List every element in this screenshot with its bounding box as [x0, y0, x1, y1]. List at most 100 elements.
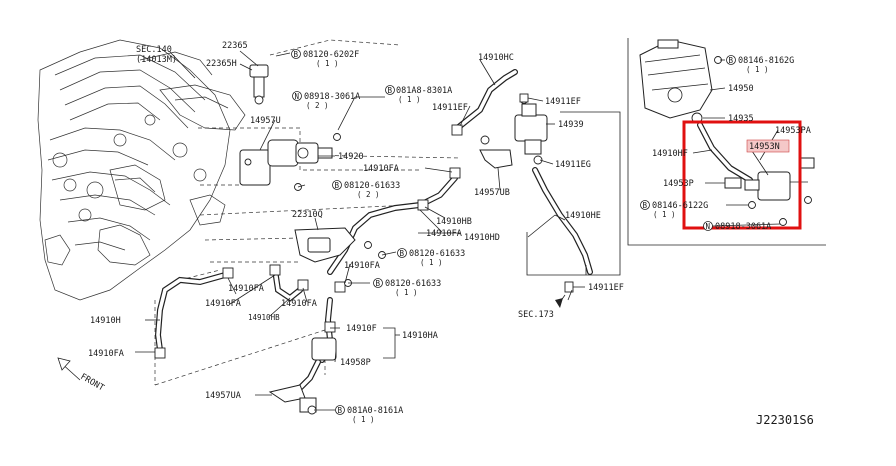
label-sec173: SEC.173: [518, 310, 554, 320]
bolt-symbol: B: [338, 406, 343, 415]
label-14957u: 14957U: [250, 116, 281, 126]
label-14910hb-b: 14910HB: [248, 313, 280, 322]
label-14920: 14920: [338, 152, 364, 162]
label-14953pa: 14953PA: [775, 126, 811, 136]
label-14910fa-g: 14910FA: [88, 349, 124, 359]
bolt-symbol: B: [376, 279, 381, 288]
part-14939: [514, 96, 548, 165]
bolt-ref-5: B 08120-61633 ( 1 ): [373, 278, 441, 297]
bolt-ref-2: B 081A8-8301A ( 1 ): [385, 85, 452, 104]
qty: ( 2 ): [357, 190, 380, 199]
part-14950-canister: [639, 39, 713, 119]
label-14910h: 14910H: [90, 316, 121, 326]
bolt-symbol: B: [729, 56, 734, 65]
engine-block: [37, 39, 246, 301]
label-14910fa-c: 14910FA: [344, 261, 380, 271]
hose-14910hb: [272, 267, 303, 302]
bolt-ref-3: B 08120-61633 ( 2 ): [332, 180, 400, 199]
label-081a0-8161a: 081A0-8161A: [347, 406, 403, 416]
label-081a8-8301a: 081A8-8301A: [396, 86, 452, 96]
part-14920: [239, 139, 333, 191]
hose-14910h: [154, 272, 228, 353]
highlight-label-14953n: 14953N: [746, 139, 790, 153]
part-14953p: [724, 177, 742, 189]
hose-14910hf: [697, 122, 753, 183]
sec173-arrow: [555, 294, 566, 308]
inset-bolts: [714, 56, 812, 226]
label-14910fa-e: 14910FA: [205, 299, 241, 309]
front-arrow: FRONT: [57, 357, 106, 393]
label-14953p: 14953P: [663, 179, 694, 189]
qty: ( 1 ): [746, 65, 769, 74]
label-sec140: SEC.140: [136, 45, 172, 55]
bolt-symbol: B: [335, 181, 340, 190]
bolt-symbol: B: [388, 86, 393, 95]
qty: ( 2 ): [306, 101, 329, 110]
diagram-reference: J22301S6: [756, 413, 814, 427]
bolt-symbol: B: [643, 201, 648, 210]
bolt-symbol: B: [400, 249, 405, 258]
leader-lines: [135, 50, 781, 411]
label-sec140-sub: (14013M): [136, 55, 177, 65]
qty: ( 1 ): [398, 95, 421, 104]
bolt-ref-1: B 08120-6202F ( 1 ): [291, 49, 359, 68]
label-14957ub: 14957UB: [474, 188, 510, 198]
label-14911eg: 14911EG: [555, 160, 591, 170]
label-08120-61633-a: 08120-61633: [344, 181, 400, 191]
label-14958p: 14958P: [340, 358, 371, 368]
label-08120-61633-c: 08120-61633: [385, 279, 441, 289]
label-08146-8162g: 08146-8162G: [738, 56, 794, 66]
label-14911ef-b: 14911EF: [545, 97, 581, 107]
label-08918-3061a-b: 08918-3061A: [715, 222, 771, 232]
label-14910fa-b: 14910FA: [426, 229, 462, 239]
nut-ref-2: N 08918-3061A: [703, 221, 771, 232]
label-14910hf: 14910HF: [652, 149, 688, 159]
inset-frame: [627, 38, 826, 246]
qty: ( 1 ): [352, 415, 375, 424]
labels: SEC.140 (14013M) 22365 22365H B 08120-62…: [57, 41, 814, 427]
label-14911ef-a: 14911EF: [432, 103, 468, 113]
label-14935: 14935: [728, 114, 754, 124]
label-08120-61633-b: 08120-61633: [409, 249, 465, 259]
label-14957ua: 14957UA: [205, 391, 241, 401]
nut-symbol: N: [706, 222, 711, 231]
label-14950: 14950: [728, 84, 754, 94]
part-14958p: [311, 337, 337, 361]
label-14910he: 14910HE: [565, 211, 601, 221]
bolt-ref-8: B 08146-6122G ( 1 ): [640, 200, 708, 219]
label-14910ha: 14910HA: [402, 331, 438, 341]
label-14910hd: 14910HD: [464, 233, 500, 243]
label-14910hb-a: 14910HB: [436, 217, 472, 227]
label-14910fa-d: 14910FA: [228, 284, 264, 294]
label-14939: 14939: [558, 120, 584, 130]
part-22365h: [249, 64, 269, 105]
qty: ( 1 ): [316, 59, 339, 68]
label-14953n: 14953N: [749, 142, 780, 152]
label-14910f: 14910F: [346, 324, 377, 334]
qty: ( 1 ): [653, 210, 676, 219]
part-14953n-valve: [744, 157, 815, 201]
part-14957ub: [479, 135, 513, 169]
highlight-box: [682, 120, 802, 230]
bolt-ref-7: B 08146-8162G ( 1 ): [726, 55, 794, 74]
group-bracket-14910hd: [526, 111, 621, 276]
hose-14910hc: [452, 69, 518, 133]
part-22310q: [294, 227, 356, 263]
label-14910hc: 14910HC: [478, 53, 514, 63]
hose-14910he: [532, 167, 593, 275]
label-22365h: 22365H: [206, 59, 237, 69]
label-front: FRONT: [79, 372, 106, 393]
nut-symbol: N: [295, 92, 300, 101]
qty: ( 1 ): [420, 258, 443, 267]
label-14910fa-a: 14910FA: [363, 164, 399, 174]
label-22365: 22365: [222, 41, 248, 51]
bolt-ref-6: B 081A0-8161A ( 1 ): [335, 405, 403, 424]
clamps: [154, 93, 574, 415]
label-14911ef-c: 14911EF: [588, 283, 624, 293]
qty: ( 1 ): [395, 288, 418, 297]
bolt-ref-4: B 08120-61633 ( 1 ): [397, 248, 465, 267]
label-14910fa-f: 14910FA: [281, 299, 317, 309]
label-08918-3061a: 08918-3061A: [304, 92, 360, 102]
bolt-symbol: B: [294, 50, 299, 59]
